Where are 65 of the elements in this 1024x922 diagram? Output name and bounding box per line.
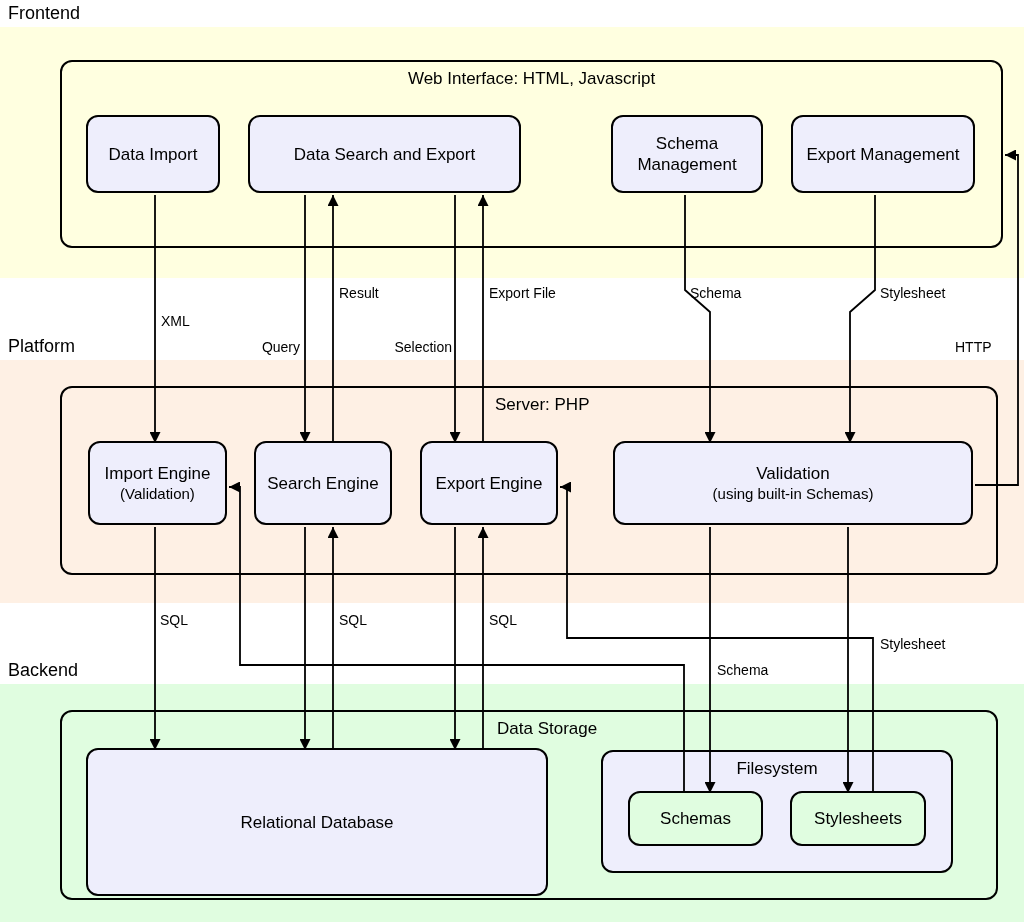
container-box [601, 750, 953, 873]
component-box [420, 441, 558, 525]
container-box [60, 386, 998, 575]
component-name: Schemas [659, 808, 732, 829]
arrow [559, 481, 874, 794]
arrow [228, 481, 685, 794]
edge-label: Selection [394, 339, 452, 356]
component-name: Search Engine [266, 472, 380, 494]
container-box [60, 710, 998, 900]
edge-label: Schema [690, 285, 742, 302]
component-name: Import Engine [103, 463, 212, 484]
component-name: Data Import [107, 143, 199, 165]
arrow [299, 194, 311, 444]
component-name: Schema Management [636, 133, 738, 175]
component-name: Relational Database [239, 811, 395, 833]
component-note: (Validation) [119, 484, 196, 503]
arrow [974, 149, 1019, 486]
component-name: Data Search and Export [292, 143, 477, 165]
component-box [790, 791, 926, 846]
edge-label: Result [339, 285, 379, 302]
component-name: Stylesheets [813, 808, 903, 829]
component-box [611, 115, 763, 193]
layer-heading: Frontend [8, 3, 81, 24]
component-name: Validation [755, 463, 831, 484]
edge-label: XML [161, 313, 190, 330]
component-box [613, 441, 973, 525]
component-box [88, 441, 227, 525]
container-title: Filesystem [735, 758, 819, 779]
arrow [477, 194, 489, 444]
edge-label: HTTP [955, 339, 992, 356]
arrow [149, 194, 161, 444]
container-box [60, 60, 1003, 248]
component-box [254, 441, 392, 525]
arrow [842, 526, 854, 794]
edge-label: Schema [717, 662, 769, 679]
edge-label: SQL [339, 612, 367, 629]
component-box [791, 115, 975, 193]
arrow [449, 194, 461, 444]
edge-label: Stylesheet [880, 285, 946, 302]
component-box [86, 115, 220, 193]
arrow [684, 194, 716, 444]
edge-label: Stylesheet [880, 636, 946, 653]
arrow [844, 194, 876, 444]
layer-heading: Backend [8, 660, 79, 681]
edge-label: Query [261, 339, 300, 356]
edge-label: SQL [160, 612, 188, 629]
arrow [477, 526, 489, 751]
component-box [628, 791, 763, 846]
arrow [299, 526, 311, 751]
arrow [327, 526, 339, 751]
component-box [248, 115, 521, 193]
edge-label: Export File [489, 285, 556, 302]
component-box [86, 748, 548, 896]
layer-heading: Platform [8, 336, 76, 357]
arrow [149, 526, 161, 751]
component-note: (using built-in Schemas) [711, 484, 875, 503]
component-name: Export Management [805, 143, 961, 165]
container-title: Server: PHP [495, 394, 590, 415]
arrow [704, 526, 716, 794]
component-name: Export Engine [434, 472, 544, 494]
edge-label: SQL [489, 612, 517, 629]
container-title: Data Storage [497, 718, 598, 739]
container-title: Web Interface: HTML, Javascript [406, 68, 657, 89]
arrow [327, 194, 339, 444]
arrow [449, 526, 461, 751]
